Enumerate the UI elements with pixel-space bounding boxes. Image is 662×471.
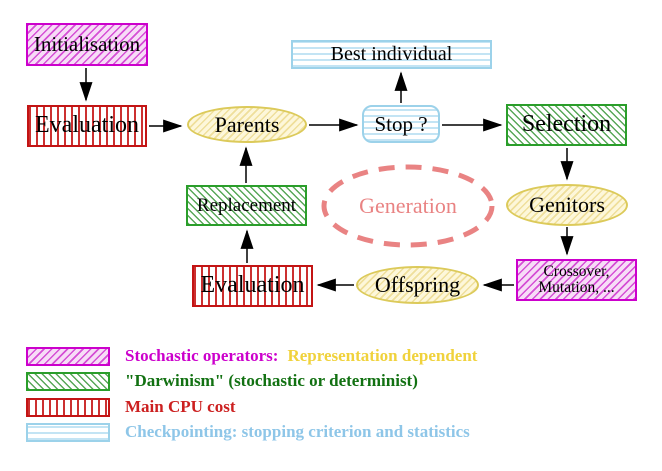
legend-row-stochastic-operators: Stochastic operators: Representation dep… [26, 346, 477, 366]
node-best-individual: Best individual [291, 40, 492, 69]
legend-row-darwinism: "Darwinism" (stochastic or determinist) [26, 371, 418, 391]
legend-label-darwinism: "Darwinism" (stochastic or determinist) [125, 371, 418, 390]
node-replacement: Replacement [186, 185, 307, 226]
legend-label-main-cpu-cost: Main CPU cost [125, 397, 236, 416]
legend-swatch-cyan-stripes [26, 422, 110, 442]
legend-label-stochastic-operators: Stochastic operators: [125, 346, 279, 365]
legend-swatch-green-hatch [26, 371, 110, 391]
flow-arrows [79, 68, 574, 292]
generation-label: Generation [359, 193, 457, 219]
legend-swatch-red-stripes [26, 397, 110, 417]
legend-row-main-cpu-cost: Main CPU cost [26, 397, 235, 417]
node-evaluation-bottom: Evaluation [192, 265, 313, 307]
crossover-line1: Crossover, [543, 262, 610, 280]
legend-label-representation-dependent: Representation dependent [287, 346, 478, 365]
node-offspring: Offspring [356, 266, 479, 304]
legend-label-checkpointing: Checkpointing: stopping criterion and st… [125, 422, 470, 441]
node-stop-condition: Stop ? [362, 105, 440, 143]
node-initialisation: Initialisation [26, 23, 148, 66]
node-parents: Parents [187, 106, 307, 143]
node-genitors: Genitors [506, 184, 628, 226]
generation-dashed-ellipse [321, 164, 495, 248]
legend-row-checkpointing: Checkpointing: stopping criterion and st… [26, 422, 470, 442]
node-selection: Selection [506, 104, 627, 146]
node-evaluation-top: Evaluation [27, 105, 147, 147]
legend-swatch-magenta-hatch [26, 346, 110, 366]
node-crossover-mutation: Crossover, Mutation, ... [516, 259, 637, 301]
crossover-line2: Mutation, ... [538, 279, 615, 296]
